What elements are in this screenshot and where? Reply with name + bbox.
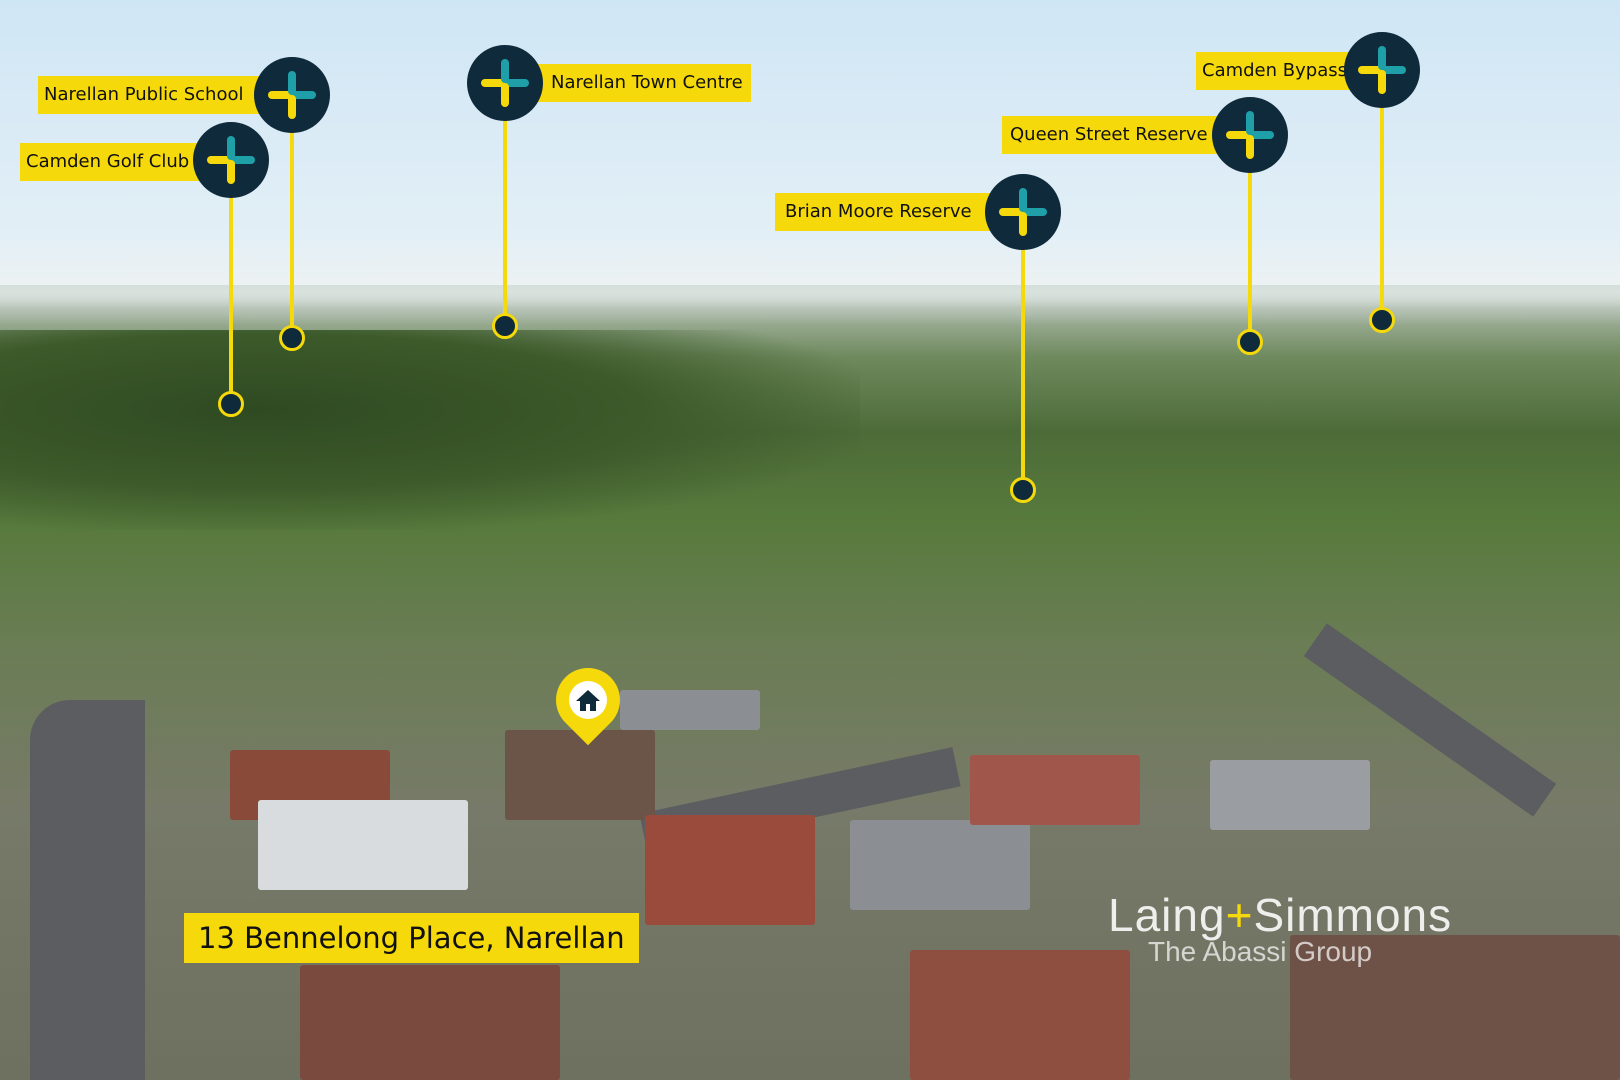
road <box>30 700 145 1080</box>
pin-location-dot <box>279 325 305 351</box>
poi-label-narellan-public-school: Narellan Public School <box>38 76 274 114</box>
pin-line <box>290 95 294 338</box>
roof <box>505 730 655 820</box>
pin-line <box>1021 212 1025 490</box>
plus-marker-icon[interactable] <box>254 57 330 133</box>
roof <box>1210 760 1370 830</box>
poi-label-brian-moore-reserve: Brian Moore Reserve <box>775 193 1002 231</box>
pin-location-dot <box>1369 307 1395 333</box>
pin-location-dot <box>1237 329 1263 355</box>
plus-marker-icon[interactable] <box>193 122 269 198</box>
roof <box>645 815 815 925</box>
pin-line <box>1380 70 1384 320</box>
tree-canopy <box>0 330 860 530</box>
roof <box>258 800 468 890</box>
poi-label-narellan-town-centre: Narellan Town Centre <box>515 64 751 102</box>
plus-marker-icon[interactable] <box>1344 32 1420 108</box>
roof <box>970 755 1140 825</box>
pin-line <box>229 160 233 404</box>
pin-line <box>503 83 507 326</box>
brand-subtitle: The Abassi Group <box>1148 936 1373 967</box>
roof <box>1290 935 1620 1080</box>
pin-location-dot <box>218 391 244 417</box>
horizon-haze <box>0 285 1620 325</box>
plus-marker-icon[interactable] <box>1212 97 1288 173</box>
poi-label-queen-street-reserve: Queen Street Reserve <box>1002 116 1238 154</box>
roof <box>620 690 760 730</box>
property-location-pin[interactable] <box>542 654 634 746</box>
brand-name-right: Simmons <box>1253 889 1453 941</box>
house-icon <box>569 681 607 719</box>
roof <box>300 965 560 1080</box>
brand-watermark: Laing+Simmons The Abassi Group <box>1108 888 1452 968</box>
pin-location-dot <box>492 313 518 339</box>
property-address-label: 13 Bennelong Place, Narellan <box>184 913 639 963</box>
plus-marker-icon[interactable] <box>985 174 1061 250</box>
roof <box>910 950 1130 1080</box>
roof <box>850 820 1030 910</box>
pin-location-dot <box>1010 477 1036 503</box>
pin-line <box>1248 135 1252 342</box>
plus-marker-icon[interactable] <box>467 45 543 121</box>
brand-plus: + <box>1225 889 1254 941</box>
poi-label-camden-golf-club: Camden Golf Club <box>20 143 220 181</box>
brand-name-left: Laing <box>1108 889 1226 941</box>
